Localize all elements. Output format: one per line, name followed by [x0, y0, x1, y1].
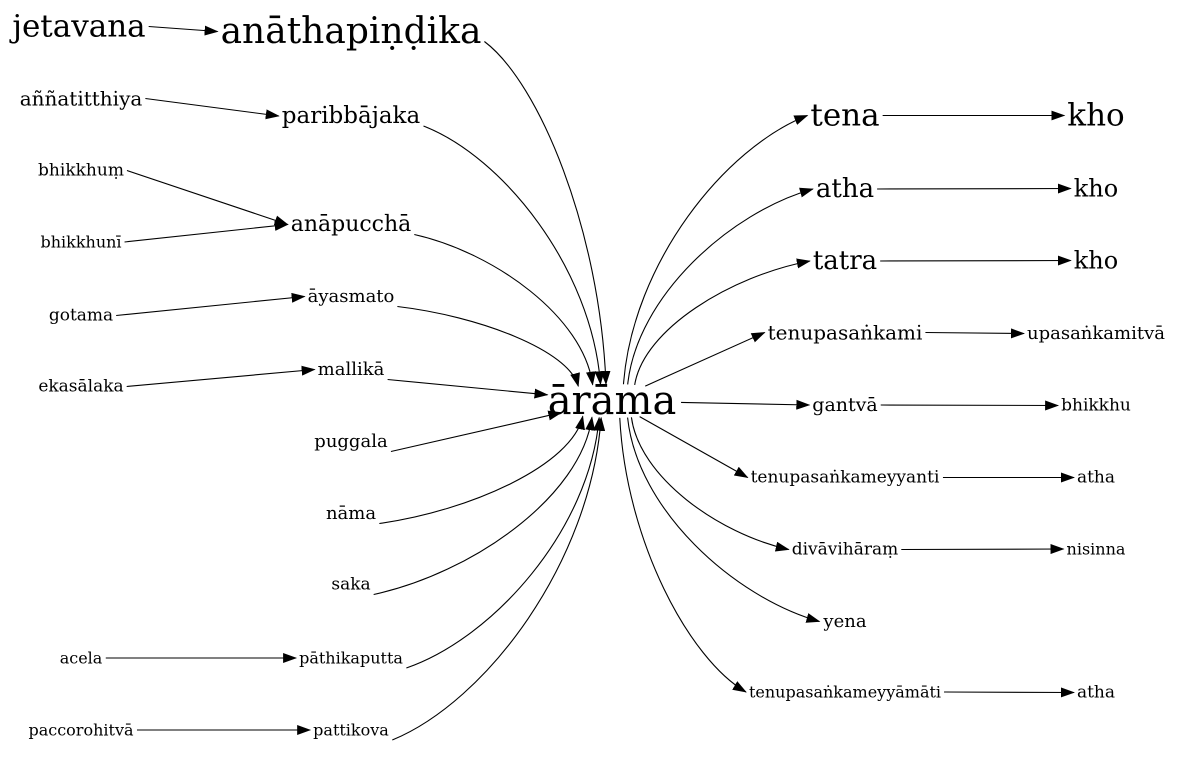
node-tenupasankami: tenupasaṅkami — [768, 321, 923, 345]
edge-ayasmato-to-center — [397, 305, 580, 388]
edge-center-to-tenupasankameyyamati — [619, 417, 747, 693]
node-saka: saka — [331, 575, 370, 595]
edge-center-to-tatra — [634, 258, 811, 386]
edge-saka-to-center — [373, 416, 596, 596]
edge-tenupasankameyyamati-to-atha3 — [944, 687, 1075, 698]
node-atha-2: atha — [1077, 468, 1115, 488]
edge-jetavana-to-anathapindika — [148, 25, 219, 36]
edge-anapuccha-to-center — [414, 233, 596, 386]
edge-bhikkhuni-to-anapuccha — [124, 220, 289, 243]
edge-annatitthiya-to-paribbajaka — [145, 97, 280, 120]
edge-ekasalaka-to-mallika — [126, 365, 316, 388]
node-kho-2: kho — [1074, 175, 1118, 203]
node-jetavana: jetavana — [9, 9, 145, 45]
edge-center-to-atha1 — [627, 187, 814, 385]
edge-center-to-yena — [627, 417, 821, 623]
node-paccorohitva: paccorohitvā — [28, 721, 134, 740]
edge-puggala-to-center — [390, 410, 563, 453]
node-yena: yena — [822, 611, 866, 632]
edge-tatra-to-kho3 — [880, 255, 1072, 266]
edge-tenupasankami-to-upasankamitva — [925, 328, 1025, 339]
edge-layer — [105, 25, 1075, 741]
edge-atha1-to-kho2 — [877, 183, 1072, 194]
node-acela: acela — [60, 649, 103, 668]
node-bhikkhu: bhikkhu — [1061, 396, 1131, 416]
node-pathikaputta: pāthikaputta — [299, 649, 403, 668]
node-bhikkhuni: bhikkhunī — [40, 233, 121, 252]
edge-gantva-to-bhikkhu — [880, 400, 1060, 411]
edge-nama-to-center — [379, 415, 585, 525]
edge-anathapindika-to-center — [484, 41, 611, 386]
node-pattikova: pattikova — [313, 721, 389, 740]
edge-mallika-to-center — [387, 378, 549, 399]
node-kho-1: kho — [1067, 98, 1124, 134]
edge-center-to-gantva — [681, 399, 811, 410]
node-tenupasankameyyamati: tenupasaṅkameyyāmāti — [749, 683, 941, 702]
edge-gotama-to-ayasmato — [116, 292, 306, 317]
node-layer: ārāma jetavana anāthapiṇḍika aññatitthiy… — [9, 9, 1165, 740]
node-ayasmato: āyasmato — [308, 286, 395, 307]
node-atha-3: atha — [1077, 683, 1115, 703]
node-ekasalaka: ekasālaka — [38, 377, 123, 397]
edge-center-to-divaviharam — [630, 417, 790, 552]
node-tenupasankameyyanti: tenupasaṅkameyyanti — [751, 468, 940, 488]
edge-pattikova-to-center — [392, 416, 606, 741]
node-annatitthiya: aññatitthiya — [20, 87, 143, 111]
node-nisinna: nisinna — [1067, 540, 1126, 559]
node-bhikkhum: bhikkhuṃ — [38, 161, 124, 181]
node-upasankamitva: upasaṅkamitvā — [1027, 323, 1165, 344]
node-mallika: mallikā — [318, 359, 385, 380]
node-anathapindika: anāthapiṇḍika — [221, 11, 482, 52]
node-tena: tena — [810, 98, 879, 134]
node-nama: nāma — [326, 503, 376, 524]
edge-center-to-tenupasankami — [645, 331, 766, 387]
node-kho-3: kho — [1074, 247, 1118, 275]
edge-center-to-tenupasankameyyanti — [639, 416, 749, 478]
edge-center-to-tena — [622, 114, 809, 385]
edge-pathikaputta-to-center — [406, 416, 603, 669]
edge-divaviharam-to-nisinna — [901, 544, 1065, 555]
edge-bhikkhum-to-anapuccha — [126, 169, 289, 226]
node-gantva: gantvā — [812, 394, 877, 416]
node-gotama: gotama — [49, 306, 113, 326]
edge-paribbajaka-to-center — [423, 125, 605, 386]
node-tatra: tatra — [813, 246, 877, 276]
node-anapuccha: anāpucchā — [291, 212, 412, 237]
node-arama: ārāma — [548, 378, 677, 424]
node-paribbajaka: paribbājaka — [282, 103, 421, 129]
node-divaviharam: divāvihāraṃ — [792, 540, 899, 560]
node-puggala: puggala — [314, 431, 388, 452]
node-atha-1: atha — [816, 174, 874, 204]
